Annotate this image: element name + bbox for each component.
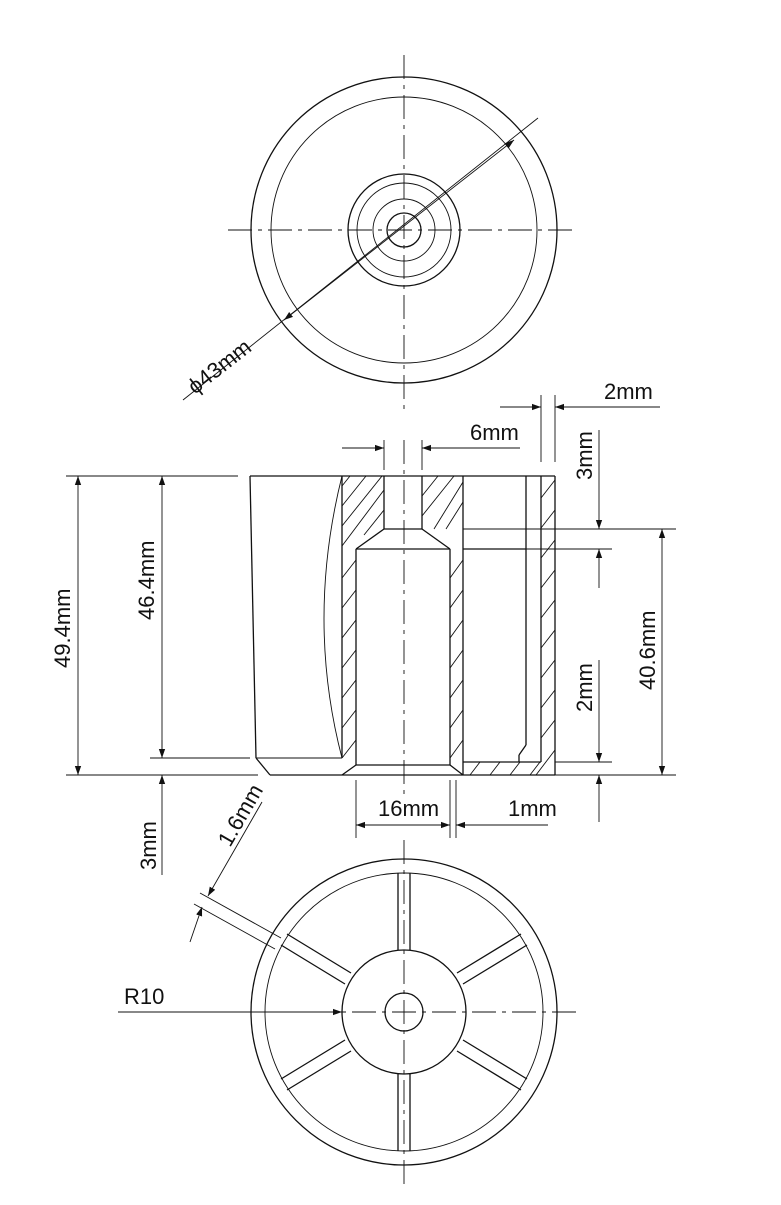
hatched-plate-left — [341, 475, 385, 758]
inner-height-label: 40.6mm — [635, 611, 660, 690]
wall-top-label: 2mm — [604, 379, 653, 404]
section-view: 49.4mm 46.4mm 3mm 6mm 2mm 3mm 40.6mm 2mm… — [50, 379, 676, 875]
hole-width-label: 6mm — [470, 420, 519, 445]
base-step-label: 3mm — [136, 821, 161, 870]
diameter-arrow — [283, 139, 515, 321]
height-body-label: 46.4mm — [134, 541, 159, 620]
hub-wall-hatch-left — [341, 559, 357, 759]
cut-curve — [323, 475, 343, 759]
bottom-view: R10 1.6mm — [118, 780, 580, 1190]
hub-radius-label: R10 — [124, 984, 164, 1009]
bottom-gap-label: 1mm — [508, 796, 557, 821]
body-left-edge — [249, 475, 257, 759]
rib-width-label: 1.6mm — [213, 780, 268, 851]
ribs — [280, 873, 528, 1151]
diameter-label: ϕ43mm — [183, 334, 256, 399]
body-left-chamfer — [255, 757, 271, 776]
bore-chamfer-right — [421, 528, 451, 550]
outer-wall-hatch — [469, 479, 556, 776]
rib-gap-label: 2mm — [572, 663, 597, 712]
height-total-label: 49.4mm — [50, 589, 75, 668]
top-view: ϕ43mm — [183, 55, 578, 410]
bore-chamfer-left — [355, 528, 385, 550]
hatched-plate-right — [421, 475, 464, 775]
top-thickness-label: 3mm — [572, 431, 597, 480]
bore-width-label: 16mm — [378, 796, 439, 821]
hub-wall-hatch-right — [449, 559, 464, 759]
